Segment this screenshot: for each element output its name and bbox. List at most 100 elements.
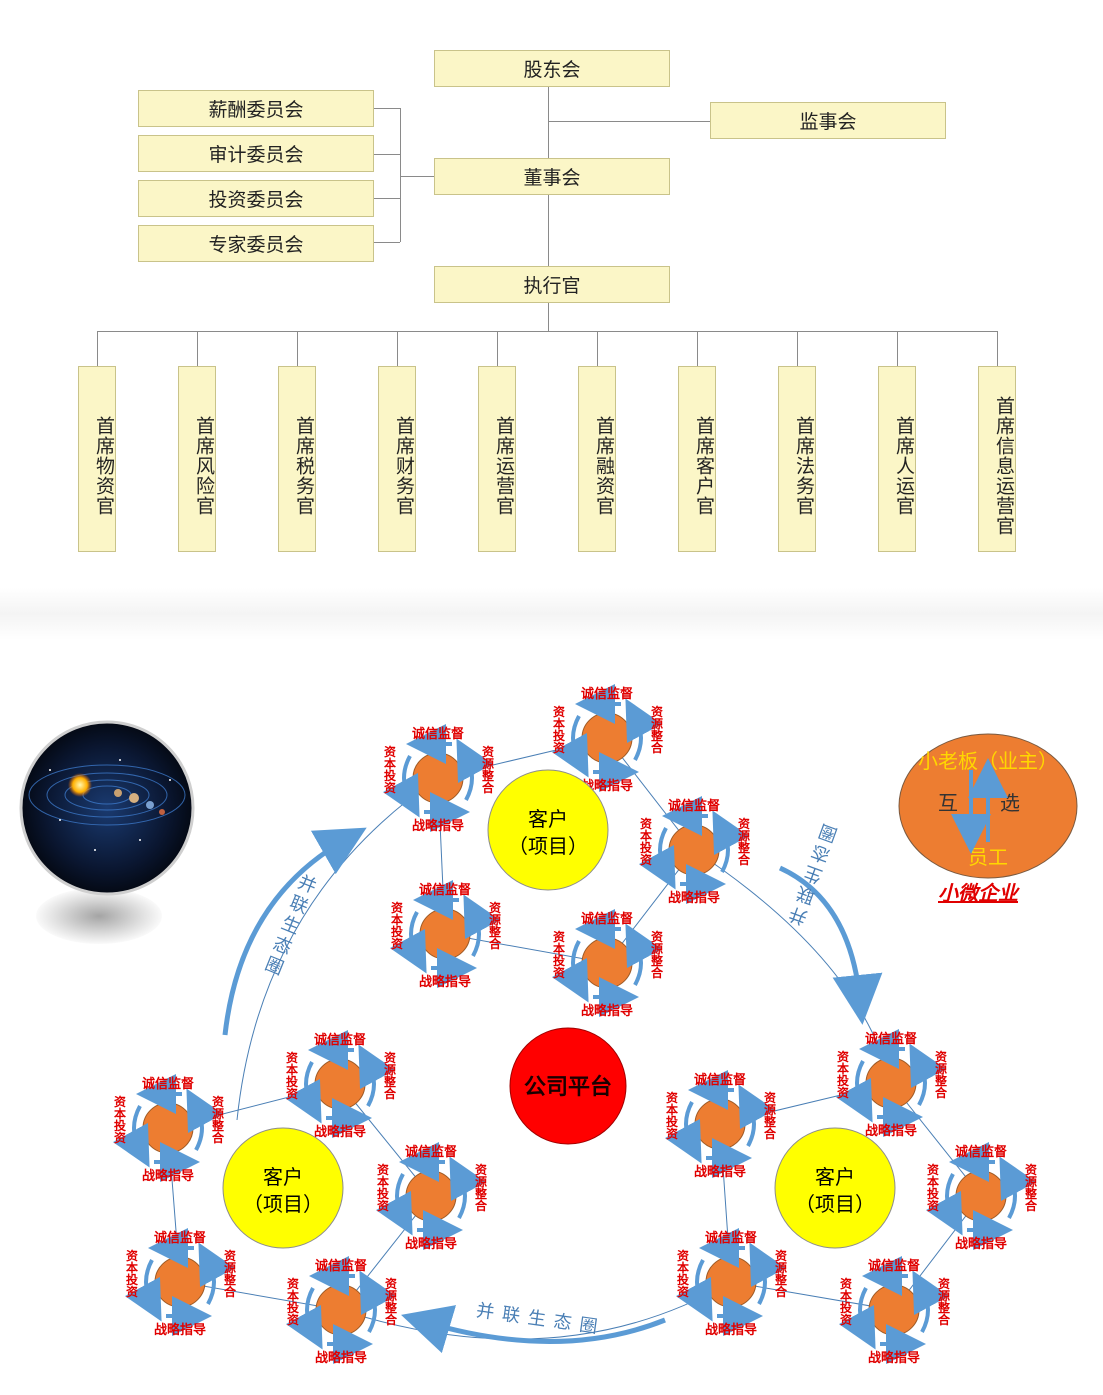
curve-arrow-icon bbox=[749, 1242, 787, 1305]
node-left-label-char: 资 bbox=[840, 1276, 852, 1291]
curve-arrow-icon bbox=[909, 1043, 947, 1106]
curve-arrow-icon bbox=[112, 1105, 150, 1168]
node-left-label-char: 资 bbox=[287, 1276, 299, 1291]
node-right-label-char: 资 bbox=[489, 900, 501, 915]
node-right-label: 资源整合 bbox=[763, 1090, 777, 1141]
node-left-label-char: 本 bbox=[840, 1288, 852, 1303]
node-circle bbox=[419, 908, 471, 960]
chief-box: 首席人运官 bbox=[878, 366, 916, 552]
node-circle bbox=[868, 1284, 920, 1336]
node-right-label-char: 资 bbox=[775, 1248, 787, 1263]
node-left-label-char: 资 bbox=[677, 1248, 689, 1263]
node-left-label: 资本投资 bbox=[114, 1094, 126, 1145]
connector bbox=[897, 331, 898, 366]
connector bbox=[197, 331, 198, 366]
connector bbox=[374, 154, 400, 155]
node-bottom-label: 战略指导 bbox=[668, 890, 720, 905]
node-left-label-char: 资 bbox=[640, 816, 652, 831]
connector bbox=[397, 331, 398, 366]
node-right-label-char: 整 bbox=[211, 1118, 224, 1133]
node-left-label-char: 资 bbox=[126, 1248, 138, 1263]
node-right-label: 资源整合 bbox=[774, 1248, 788, 1299]
node-left-label-char: 资 bbox=[286, 1086, 298, 1101]
node-bottom-label: 战略指导 bbox=[315, 1350, 367, 1365]
connector bbox=[597, 331, 598, 366]
node-bottom-label: 战略指导 bbox=[955, 1236, 1007, 1251]
node-left-label-char: 投 bbox=[677, 1272, 689, 1287]
node-right-label-char: 源 bbox=[938, 1288, 950, 1303]
node-circle bbox=[668, 824, 720, 876]
curve-arrow-icon bbox=[625, 698, 663, 761]
node-right-label-char: 合 bbox=[489, 936, 502, 951]
node-right-label-char: 合 bbox=[651, 965, 664, 980]
chief-box: 首席客户官 bbox=[678, 366, 716, 552]
ring-label: 并联生态圈 bbox=[262, 872, 319, 979]
node-right-label-char: 资 bbox=[475, 1162, 487, 1177]
node-right-label: 资源整合 bbox=[211, 1094, 225, 1145]
node-top-label: 诚信监督 bbox=[315, 1258, 367, 1273]
node-left-label-char: 投 bbox=[114, 1118, 126, 1133]
planet-shadow bbox=[36, 888, 162, 944]
node-left-label-char: 投 bbox=[126, 1272, 138, 1287]
node-left-label-char: 资 bbox=[286, 1050, 298, 1065]
curve-arrow-icon bbox=[925, 1173, 963, 1236]
node-right-label-char: 整 bbox=[223, 1272, 236, 1287]
node-right-label-char: 资 bbox=[651, 704, 663, 719]
node-right-label-char: 资 bbox=[384, 1050, 396, 1065]
node-left-label-char: 资 bbox=[114, 1130, 126, 1145]
node-left-label: 资本投资 bbox=[384, 744, 396, 795]
supervisors-box: 监事会 bbox=[710, 102, 946, 139]
connector bbox=[997, 331, 998, 366]
node-right-label-char: 整 bbox=[481, 768, 494, 783]
node-circle bbox=[315, 1284, 367, 1336]
node-left-label-char: 资 bbox=[666, 1126, 678, 1141]
company-platform-hub: 公司平台 bbox=[509, 1027, 627, 1145]
connector bbox=[374, 108, 400, 109]
curve-arrow-icon bbox=[712, 810, 750, 873]
node-left-label: 资本投资 bbox=[837, 1049, 849, 1100]
node-right-label-char: 源 bbox=[764, 1102, 776, 1117]
node-bottom-label: 战略指导 bbox=[868, 1350, 920, 1365]
node-right-label-char: 合 bbox=[764, 1126, 777, 1141]
solar-system-image bbox=[19, 720, 195, 896]
node-right-label: 资源整合 bbox=[481, 744, 495, 795]
node-left-label-char: 本 bbox=[377, 1174, 389, 1189]
node-left-label-char: 本 bbox=[287, 1288, 299, 1303]
connector bbox=[797, 331, 798, 366]
node-right-label: 资源整合 bbox=[1024, 1162, 1038, 1213]
node-left-label-char: 投 bbox=[553, 953, 565, 968]
node-right-label-char: 整 bbox=[1024, 1186, 1037, 1201]
node-circle bbox=[412, 752, 464, 804]
node-left-label-char: 本 bbox=[640, 828, 652, 843]
node-right-label-char: 源 bbox=[775, 1260, 787, 1275]
node-left-label-char: 本 bbox=[286, 1062, 298, 1077]
customer-hub-top: 客户 （项目） bbox=[487, 769, 609, 891]
node-left-label-char: 投 bbox=[286, 1074, 298, 1089]
ring-label-char: 并 bbox=[786, 903, 810, 928]
select-label: 选 bbox=[1000, 792, 1020, 815]
node-left-label-char: 本 bbox=[114, 1106, 126, 1121]
ring-label-char: 圈 bbox=[816, 820, 840, 845]
node-left-label-char: 资 bbox=[126, 1284, 138, 1299]
node-left-label-char: 投 bbox=[666, 1114, 678, 1129]
node-right-label-char: 合 bbox=[224, 1284, 237, 1299]
node-right-label-char: 合 bbox=[384, 1086, 397, 1101]
node-circle bbox=[581, 937, 633, 989]
node-bottom-label: 战略指导 bbox=[314, 1124, 366, 1139]
node-top-label: 诚信监督 bbox=[412, 726, 464, 741]
node-right-label: 资源整合 bbox=[488, 900, 502, 951]
node-right-label: 资源整合 bbox=[937, 1276, 951, 1327]
node-right-label: 资源整合 bbox=[474, 1162, 488, 1213]
node-left-label-char: 投 bbox=[391, 924, 403, 939]
node-right-label-char: 合 bbox=[938, 1312, 951, 1327]
node-left-label-char: 资 bbox=[837, 1049, 849, 1064]
node-circle bbox=[581, 712, 633, 764]
node-left-label-char: 资 bbox=[384, 780, 396, 795]
node-right-label-char: 资 bbox=[938, 1276, 950, 1291]
